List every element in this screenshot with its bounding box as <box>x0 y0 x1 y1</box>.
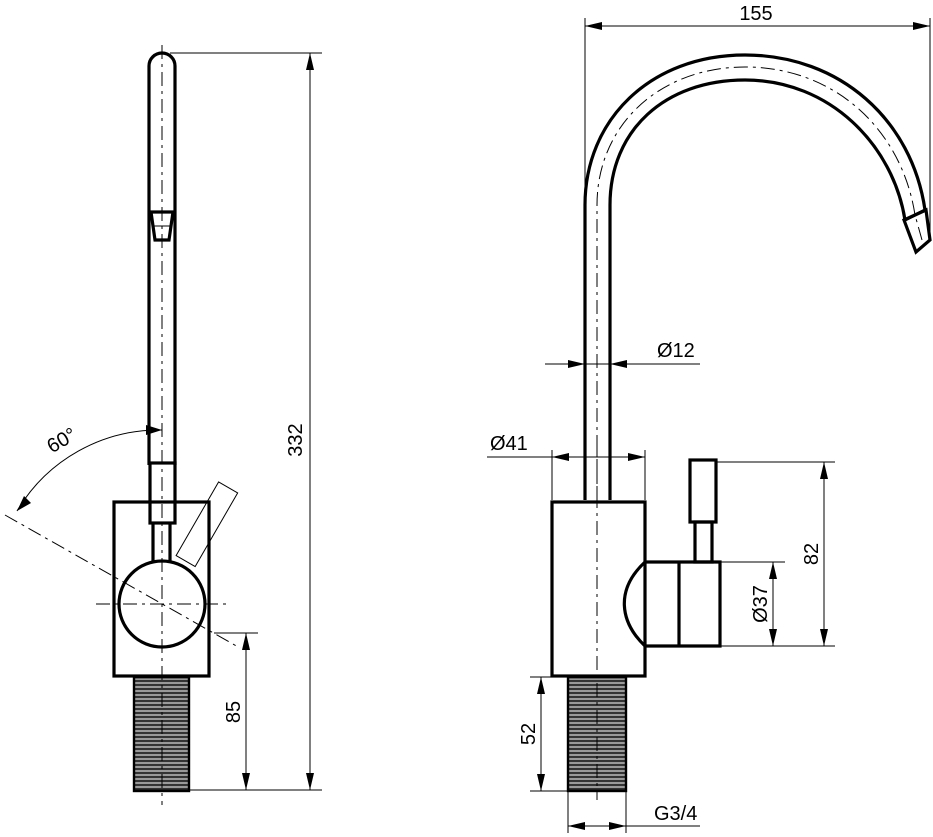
dim-82-label: 82 <box>801 543 823 565</box>
dim-d41-label: Ø41 <box>490 433 528 455</box>
front-aerator <box>901 207 932 255</box>
dim-g34-label: G3/4 <box>654 803 697 825</box>
front-handle-boss <box>622 560 722 648</box>
front-view <box>487 18 932 833</box>
dim-155-label: 155 <box>739 3 772 25</box>
side-lever-rotated <box>175 481 239 568</box>
front-spout <box>583 53 927 500</box>
dim-d12-label: Ø12 <box>657 340 695 362</box>
dim-52-label: 52 <box>518 723 540 745</box>
front-lever-stem <box>693 520 714 564</box>
front-lever-top <box>688 458 718 524</box>
dim-85-label: 85 <box>223 701 245 723</box>
side-aerator <box>149 210 175 242</box>
dim-d37-label: Ø37 <box>750 585 772 623</box>
dim-332-label: 332 <box>285 423 307 456</box>
side-view <box>4 45 322 805</box>
front-body <box>550 500 647 678</box>
